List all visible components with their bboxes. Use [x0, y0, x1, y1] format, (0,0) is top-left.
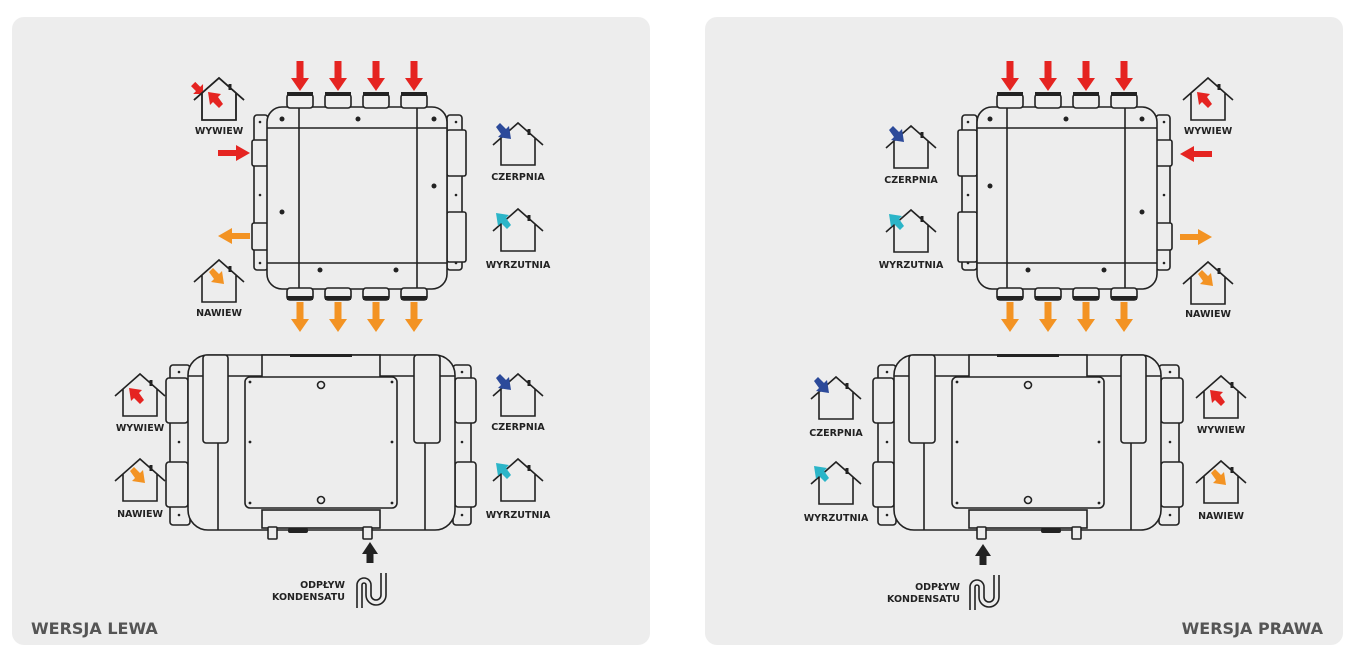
red-arrow-icon [218, 145, 250, 161]
left-top-arrows-out [291, 302, 423, 332]
drain-label-line1: ODPŁYW [300, 580, 345, 591]
right-bottom-unit [872, 353, 1184, 540]
right-version-title: WERSJA PRAWA [1182, 619, 1324, 638]
orange-arrow-icon [1077, 302, 1095, 332]
label-nawiew: NAWIEW [117, 509, 163, 520]
label-nawiew: NAWIEW [1198, 511, 1244, 522]
drain-label-line2: KONDENSATU [272, 592, 345, 603]
label-wywiew: WYWIEW [195, 126, 244, 137]
orange-arrow-icon [1001, 302, 1019, 332]
left-top-supply-arrows-in [291, 61, 423, 91]
red-arrow-icon [1180, 146, 1212, 162]
house-wywiew-icon [113, 372, 167, 418]
house-wyrzutnia-icon [809, 460, 863, 506]
house-czerpnia-icon [491, 121, 545, 167]
house-nawiew-icon [1194, 459, 1248, 505]
label-czerpnia: CZERPNIA [809, 428, 863, 439]
house-czerpnia-icon [884, 124, 938, 170]
house-wywiew-icon [191, 76, 246, 122]
left-top-unit [251, 91, 467, 301]
drain-label-line1: ODPŁYW [915, 582, 960, 593]
orange-arrow-icon [291, 302, 309, 332]
label-nawiew: NAWIEW [1185, 309, 1231, 320]
drain-trap-icon [969, 543, 1000, 611]
red-arrow-icon [329, 61, 347, 91]
red-arrow-icon [1115, 61, 1133, 91]
orange-arrow-icon [1039, 302, 1057, 332]
left-bottom-unit [165, 353, 477, 540]
house-nawiew-icon [1181, 260, 1235, 306]
orange-arrow-icon [405, 302, 423, 332]
label-nawiew: NAWIEW [196, 308, 242, 319]
orange-arrow-icon [367, 302, 385, 332]
red-arrow-icon [291, 61, 309, 91]
label-czerpnia: CZERPNIA [884, 175, 938, 186]
label-czerpnia: CZERPNIA [491, 422, 545, 433]
orange-arrow-icon [1180, 229, 1212, 245]
orange-arrow-icon [329, 302, 347, 332]
house-wyrzutnia-icon [884, 208, 938, 254]
label-wyrzutnia: WYRZUTNIA [486, 510, 551, 521]
house-wyrzutnia-icon [491, 457, 545, 503]
house-wywiew-icon [192, 76, 246, 122]
left-version-title: WERSJA LEWA [31, 619, 158, 638]
label-wywiew: WYWIEW [1184, 126, 1233, 137]
label-wyrzutnia: WYRZUTNIA [486, 260, 551, 271]
house-czerpnia-icon [491, 372, 545, 418]
house-wywiew-icon [1181, 76, 1235, 122]
orange-arrow-icon [218, 228, 250, 244]
drain-label-line2: KONDENSATU [887, 594, 960, 605]
right-top-unit [957, 91, 1173, 301]
label-wywiew: WYWIEW [1197, 425, 1246, 436]
house-wywiew-icon [1194, 374, 1248, 420]
red-arrow-icon [405, 61, 423, 91]
house-czerpnia-icon [809, 375, 863, 421]
orange-arrow-icon [1115, 302, 1133, 332]
house-nawiew-icon [113, 457, 167, 503]
label-wyrzutnia: WYRZUTNIA [879, 260, 944, 271]
label-wyrzutnia: WYRZUTNIA [804, 513, 869, 524]
red-arrow-icon [1039, 61, 1057, 91]
house-nawiew-icon [192, 258, 246, 304]
red-arrow-icon [367, 61, 385, 91]
right-top-arrows-out [1001, 302, 1133, 332]
right-top-supply-arrows-in [1001, 61, 1133, 91]
label-wywiew: WYWIEW [116, 423, 165, 434]
drain-trap-icon [356, 541, 387, 609]
red-arrow-icon [1077, 61, 1095, 91]
label-czerpnia: CZERPNIA [491, 172, 545, 183]
house-wyrzutnia-icon [491, 207, 545, 253]
red-arrow-icon [1001, 61, 1019, 91]
